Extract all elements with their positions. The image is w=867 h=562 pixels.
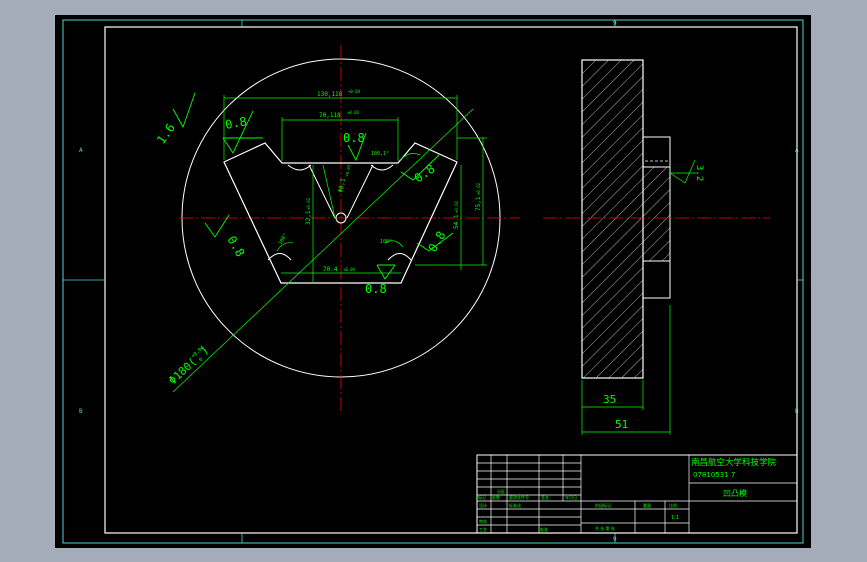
roughness-symbol (416, 232, 454, 252)
dim-line (172, 108, 474, 393)
dim-side-inner: 35 (603, 393, 616, 406)
corner-relief (287, 164, 312, 171)
corner-relief (387, 253, 412, 261)
roughness-symbol (347, 132, 367, 162)
dim-arc (276, 242, 294, 252)
dim-top-width-tol: +0.04 (348, 89, 361, 94)
dim-height-center: 32,1 (305, 210, 312, 225)
roughness-value: 0.8 (343, 131, 365, 145)
tb-role-label: 批准 (540, 526, 548, 532)
dim-outer-diameter-close: ) (198, 344, 212, 358)
dim-arc (384, 240, 404, 248)
dim-bottom-width-tol: +0.04 (343, 267, 356, 272)
roughness-value: 0.8 (224, 114, 248, 132)
corner-relief (267, 253, 292, 261)
tb-weight-label: 重量 (643, 502, 651, 508)
dim-outer-diameter-tol2: 0 (198, 357, 204, 363)
dim-angle-right: 100° (380, 239, 392, 245)
dim-line (322, 164, 336, 219)
roughness-symbol (222, 110, 263, 154)
center-hole (335, 212, 347, 224)
dim-bottom-width: 70.4 (323, 266, 338, 273)
side-roughness-value: 3.2 (694, 165, 704, 181)
tb-rev-label: 标记 (478, 494, 486, 500)
dim-height-outer-tol: +0.02 (476, 182, 481, 195)
tb-rev-label: 更改文件号 (509, 494, 529, 500)
section-body (581, 59, 644, 379)
dim-hole-tol: +0.03 (344, 164, 352, 177)
roughness-symbol (669, 159, 697, 184)
roughness-symbol (172, 92, 196, 129)
title-block-frame (476, 454, 798, 534)
tb-rev-label: 分区 (497, 488, 505, 494)
tb-std-label: 标准化 (509, 502, 521, 508)
zone-letter: B (795, 408, 799, 415)
roughness-value: 0.8 (412, 162, 438, 186)
section-step (643, 136, 671, 299)
tb-rev-label: 年月日 (565, 494, 577, 500)
dim-slot-width-tol: +0.03 (347, 110, 360, 115)
zone-number: 9 (613, 536, 617, 543)
zone-letter: A (79, 147, 83, 154)
dim-angle-left: 100° (278, 233, 289, 246)
tb-stage-label: 阶段标记 (595, 502, 611, 508)
dim-slot-width: 70,118 (319, 112, 341, 119)
tb-role-label: 设计 (479, 502, 487, 508)
zone-number: 9 (613, 20, 617, 27)
tb-sheet-label: 共 张 第 张 (595, 525, 615, 531)
corner-relief (370, 164, 394, 171)
dim-height-right-tol: +0.02 (454, 200, 459, 213)
side-view: 35 51 3.2 (543, 59, 770, 435)
dim-height-right: 54.1 (453, 214, 460, 229)
tb-school: 南昌航空大学科技学院 (691, 457, 777, 468)
drawing-viewport[interactable]: A A B B 9 9 (55, 15, 811, 548)
roughness-symbol (400, 154, 440, 181)
zone-letter: A (795, 147, 799, 154)
tb-ratio-label: 比例 (669, 502, 677, 508)
dim-arc (399, 153, 421, 161)
cavity-profile (223, 142, 458, 284)
cad-drawing: A A B B 9 9 (62, 19, 804, 544)
dim-side-outer: 51 (615, 418, 628, 431)
roughness-symbol (204, 214, 230, 238)
title-block: 南昌航空大学科技学院 07810531 7 凹凸模 标记 处数 分区 更改文件号… (476, 454, 798, 534)
tb-rev-label: 处数 (492, 494, 500, 500)
zone-letter: B (79, 408, 83, 415)
tb-role-label: 审核 (479, 518, 487, 524)
tb-scale: 1:1 (671, 515, 679, 521)
section-boss (642, 166, 671, 262)
tb-student-id: 07810531 7 (693, 471, 735, 479)
dim-height-outer: 75,1 (475, 196, 482, 211)
dim-angle-top-right: 100,1° (371, 151, 389, 157)
dim-hole: Φ8,1 (337, 177, 347, 193)
dim-top-width: 130,118 (317, 91, 343, 98)
outer-frame (62, 19, 804, 544)
roughness-symbol (376, 264, 396, 280)
tb-role-label: 工艺 (479, 527, 487, 532)
dim-outer-diameter: Φ180(+0.040) (166, 344, 212, 388)
tb-rev-label: 签名 (541, 494, 549, 500)
roughness-value: 0.8 (365, 282, 387, 296)
front-view: 130,118 +0.04 70,118 +0.03 70.4 +0.04 32… (154, 45, 520, 415)
roughness-value: 1.6 (154, 121, 178, 147)
tb-part-name: 凹凸模 (723, 488, 747, 498)
dim-height-center-tol: +0.02 (306, 197, 311, 210)
roughness-value: 0.8 (224, 234, 247, 260)
cavity-inner-edge (346, 164, 374, 219)
